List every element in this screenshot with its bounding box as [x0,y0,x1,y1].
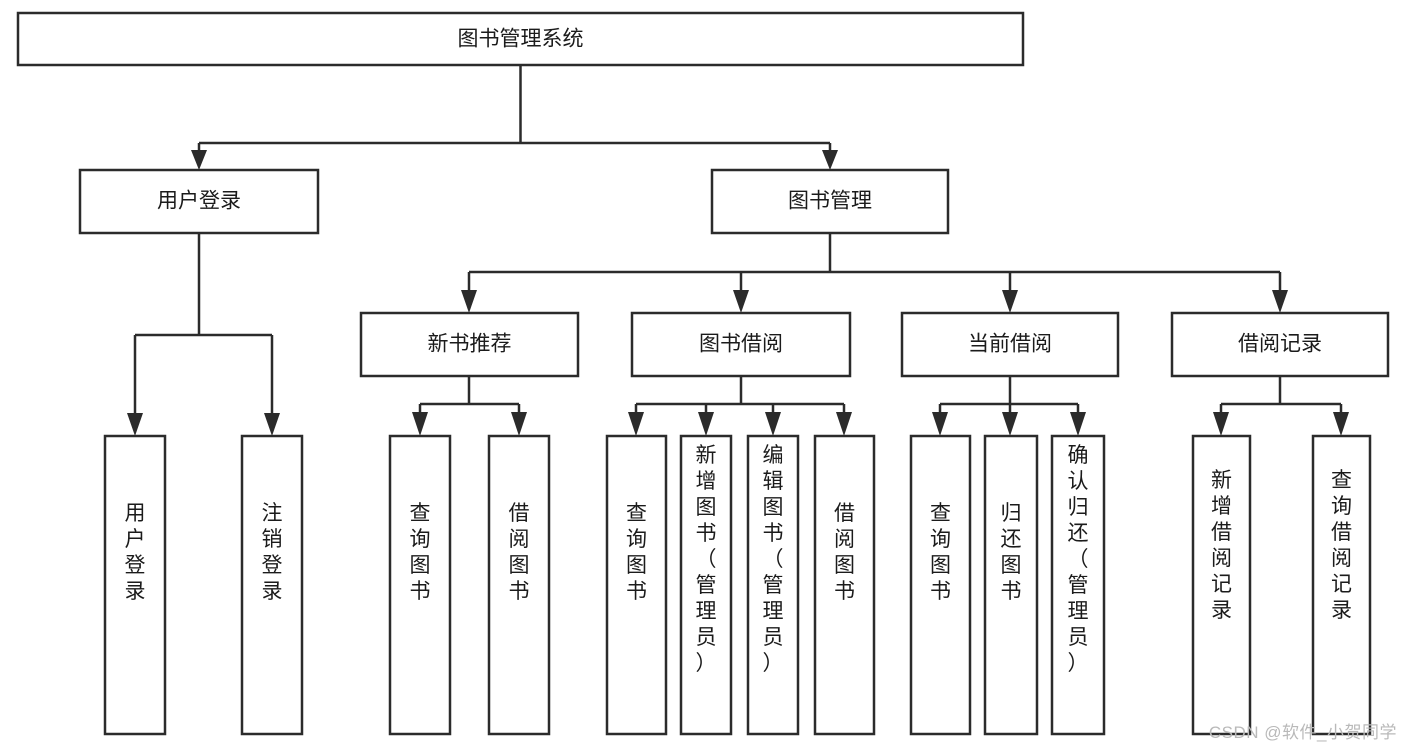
arrow-head-leaf-borrow-book-recommend [511,412,527,436]
node-user-login-rect[interactable] [78,168,320,235]
leaf-query-borrow-record[interactable]: 查询借阅记录 [1311,434,1372,736]
node-current-borrow-rect[interactable] [900,311,1120,378]
leaf-confirm-return-admin-rect[interactable] [1050,434,1106,736]
leaf-query-book-current-label: 查询图书 [930,502,951,603]
leaf-edit-book-admin[interactable]: 编辑图书（管理员） [746,434,800,736]
arrow-head-book-borrow [733,290,749,313]
node-root[interactable]: 图书管理系统 [16,11,1025,67]
leaf-add-borrow-record[interactable]: 新增借阅记录 [1191,434,1252,736]
leaf-query-book-recommend-label: 查询图书 [410,502,431,603]
node-user-login-label: 用户登录 [157,190,241,213]
leaf-confirm-return-admin-label: 确认归还（管理员） [1068,444,1089,675]
leaf-query-book-borrow[interactable]: 查询图书 [605,434,668,736]
arrow-head-leaf-add-book-admin [698,412,714,436]
node-book-borrow-rect[interactable] [630,311,852,378]
arrow-head-new-book-recommend [461,290,477,313]
arrow-head-leaf-query-book-recommend [412,412,428,436]
leaf-add-borrow-record-label: 新增借阅记录 [1211,469,1232,622]
arrow-head-current-borrow [1002,290,1018,313]
arrow-head-leaf-logout-login [264,413,280,436]
leaf-logout-login-label: 注销登录 [262,502,283,603]
leaf-query-book-recommend-rect[interactable] [388,434,452,736]
node-user-login[interactable]: 用户登录 [78,168,320,235]
leaf-query-book-borrow-label: 查询图书 [626,502,647,603]
leaf-return-book-rect[interactable] [983,434,1039,736]
leaf-query-book-current[interactable]: 查询图书 [909,434,972,736]
leaf-borrow-book-recommend-label: 借阅图书 [509,502,530,603]
node-book-borrow-label: 图书借阅 [699,333,783,356]
node-book-borrow[interactable]: 图书借阅 [630,311,852,378]
leaf-query-book-recommend[interactable]: 查询图书 [388,434,452,736]
arrow-head-leaf-borrow-book [836,412,852,436]
leaf-borrow-book-recommend-rect[interactable] [487,434,551,736]
leaf-return-book[interactable]: 归还图书 [983,434,1039,736]
node-current-borrow[interactable]: 当前借阅 [900,311,1120,378]
leaf-return-book-label: 归还图书 [1001,502,1022,603]
node-book-management-rect[interactable] [710,168,950,235]
arrow-head-leaf-confirm-return-admin [1070,412,1086,436]
csdn-watermark: CSDN @软件_小贺同学 [1208,723,1397,742]
connector-layer [127,65,1349,436]
leaf-query-book-borrow-rect[interactable] [605,434,668,736]
node-borrow-record[interactable]: 借阅记录 [1170,311,1390,378]
arrow-head-leaf-query-book-current [932,412,948,436]
arrow-head-leaf-query-book-borrow [628,412,644,436]
node-borrow-record-label: 借阅记录 [1238,333,1322,356]
arrow-head-leaf-return-book [1002,412,1018,436]
leaf-query-borrow-record-rect[interactable] [1311,434,1372,736]
leaf-user-login-label: 用户登录 [125,502,146,603]
node-root-label: 图书管理系统 [458,28,584,51]
leaf-edit-book-admin-rect[interactable] [746,434,800,736]
node-new-book-recommend-rect[interactable] [359,311,580,378]
node-current-borrow-label: 当前借阅 [968,333,1052,356]
leaf-edit-book-admin-label: 编辑图书（管理员） [763,444,784,675]
leaf-query-book-current-rect[interactable] [909,434,972,736]
leaf-add-book-admin[interactable]: 新增图书（管理员） [679,434,733,736]
leaf-logout-login-rect[interactable] [240,434,304,736]
arrow-head-leaf-user-login [127,413,143,436]
leaf-add-borrow-record-rect[interactable] [1191,434,1252,736]
arrow-head-leaf-query-borrow-record [1333,412,1349,436]
node-root-rect[interactable] [16,11,1025,67]
leaf-borrow-book-recommend[interactable]: 借阅图书 [487,434,551,736]
leaf-borrow-book[interactable]: 借阅图书 [813,434,876,736]
node-book-management-label: 图书管理 [788,190,872,213]
leaf-borrow-book-label: 借阅图书 [834,502,855,603]
arrow-head-book-management [822,150,838,170]
leaf-user-login[interactable]: 用户登录 [103,434,167,736]
leaf-add-book-admin-label: 新增图书（管理员） [696,444,717,675]
arrow-head-user-login [191,150,207,170]
node-borrow-record-rect[interactable] [1170,311,1390,378]
leaf-confirm-return-admin[interactable]: 确认归还（管理员） [1050,434,1106,736]
node-new-book-recommend[interactable]: 新书推荐 [359,311,580,378]
leaf-query-borrow-record-label: 查询借阅记录 [1331,469,1352,622]
node-book-management[interactable]: 图书管理 [710,168,950,235]
leaf-logout-login[interactable]: 注销登录 [240,434,304,736]
node-new-book-recommend-label: 新书推荐 [428,333,512,356]
leaf-add-book-admin-rect[interactable] [679,434,733,736]
arrow-head-leaf-add-borrow-record [1213,412,1229,436]
leaf-borrow-book-rect[interactable] [813,434,876,736]
arrow-head-borrow-record [1272,290,1288,313]
arrow-head-leaf-edit-book-admin [765,412,781,436]
leaf-user-login-rect[interactable] [103,434,167,736]
